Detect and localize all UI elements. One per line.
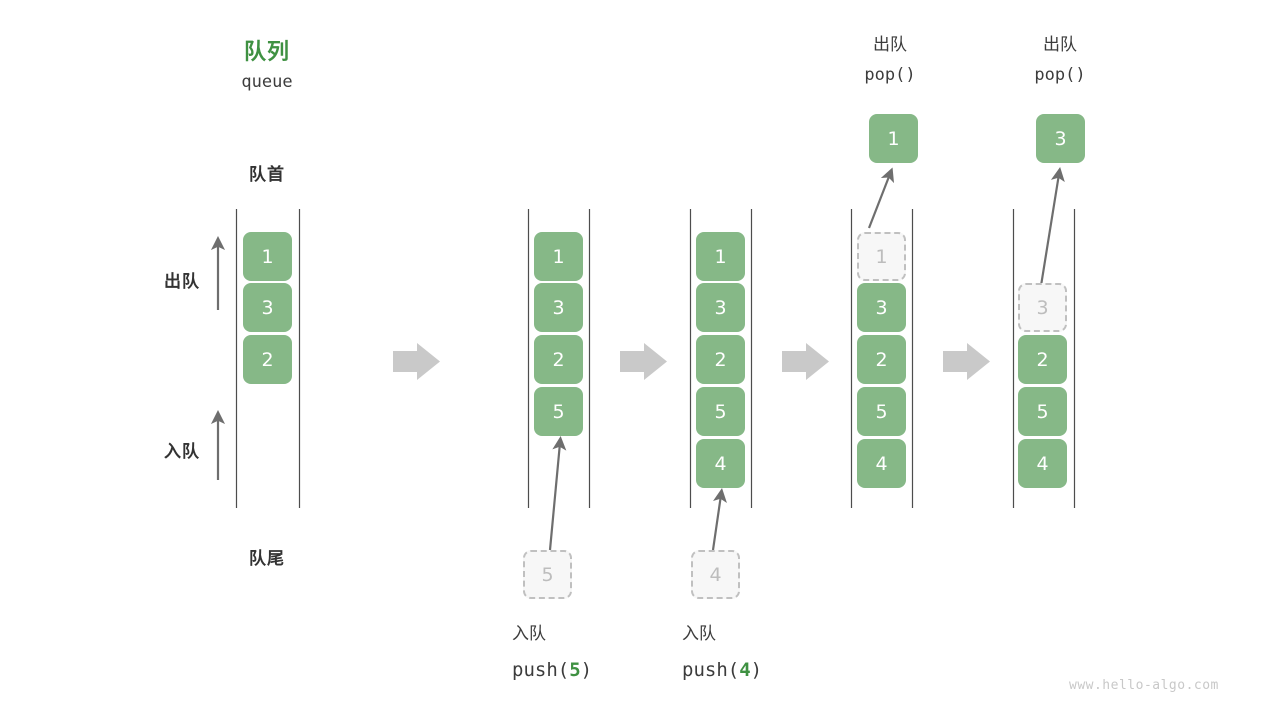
- push-4-label: 入队 push(4): [682, 616, 882, 688]
- incoming-cell-ghost: 5: [523, 550, 572, 599]
- queue-cell: 4: [1018, 439, 1067, 488]
- queue-cell-ghost: 3: [1018, 283, 1067, 332]
- queue-cell: 2: [1018, 335, 1067, 384]
- queue-cell: 3: [243, 283, 292, 332]
- page-title-cn: 队列: [243, 40, 290, 65]
- queue-cell: 1: [534, 232, 583, 281]
- queue-cell: 4: [696, 439, 745, 488]
- incoming-cell-ghost: 4: [691, 550, 740, 599]
- step-connector-3: [782, 343, 829, 380]
- push-arrow-4: [711, 488, 727, 551]
- step-connector-4: [943, 343, 990, 380]
- push-arrow-5: [548, 435, 567, 551]
- push-4-code-prefix: push(: [682, 659, 740, 681]
- queue-cell: 3: [534, 283, 583, 332]
- push-5-label-cn: 入队: [512, 624, 546, 644]
- push-4-code-arg: 4: [739, 659, 751, 681]
- queue-cell-ghost: 1: [857, 232, 906, 281]
- queue-cell: 4: [857, 439, 906, 488]
- push-4-code-suffix: ): [750, 659, 763, 681]
- step-connector-1: [393, 343, 440, 380]
- front-label: 队首: [249, 165, 285, 185]
- page-title-en: queue: [241, 72, 293, 92]
- pop-1-label: 出队 pop(): [820, 30, 960, 90]
- queue-cell: 1: [243, 232, 292, 281]
- popped-cell: 3: [1036, 114, 1085, 163]
- pop-3-label: 出队 pop(): [990, 30, 1130, 90]
- queue-cell: 5: [534, 387, 583, 436]
- step-connector-2: [620, 343, 667, 380]
- rear-label: 队尾: [249, 549, 285, 569]
- pop-1-label-cn: 出队: [873, 35, 907, 55]
- pop-3-label-cn: 出队: [1043, 35, 1077, 55]
- push-4-label-code: push(4): [682, 652, 882, 688]
- popped-cell: 1: [869, 114, 918, 163]
- queue-cell: 2: [857, 335, 906, 384]
- push-5-label: 入队 push(5): [512, 616, 712, 688]
- queue-cell: 5: [696, 387, 745, 436]
- queue-cell: 1: [696, 232, 745, 281]
- pop-arrow-3: [1038, 167, 1065, 293]
- dequeue-side-label: 出队: [164, 272, 200, 292]
- queue-cell: 5: [857, 387, 906, 436]
- queue-cell: 2: [534, 335, 583, 384]
- queue-cell: 3: [857, 283, 906, 332]
- push-4-label-cn: 入队: [682, 624, 716, 644]
- queue-cell: 5: [1018, 387, 1067, 436]
- watermark: www.hello-algo.com: [1069, 678, 1219, 693]
- push-5-label-code: push(5): [512, 652, 712, 688]
- push-5-code-prefix: push(: [512, 659, 570, 681]
- pop-3-label-code: pop(): [1034, 65, 1086, 85]
- queue-cell: 2: [696, 335, 745, 384]
- pop-arrow-1: [867, 167, 895, 229]
- pop-1-label-code: pop(): [864, 65, 916, 85]
- queue-cell: 3: [696, 283, 745, 332]
- push-5-code-suffix: ): [580, 659, 593, 681]
- queue-cell: 2: [243, 335, 292, 384]
- push-5-code-arg: 5: [569, 659, 581, 681]
- enqueue-side-label: 入队: [164, 442, 200, 462]
